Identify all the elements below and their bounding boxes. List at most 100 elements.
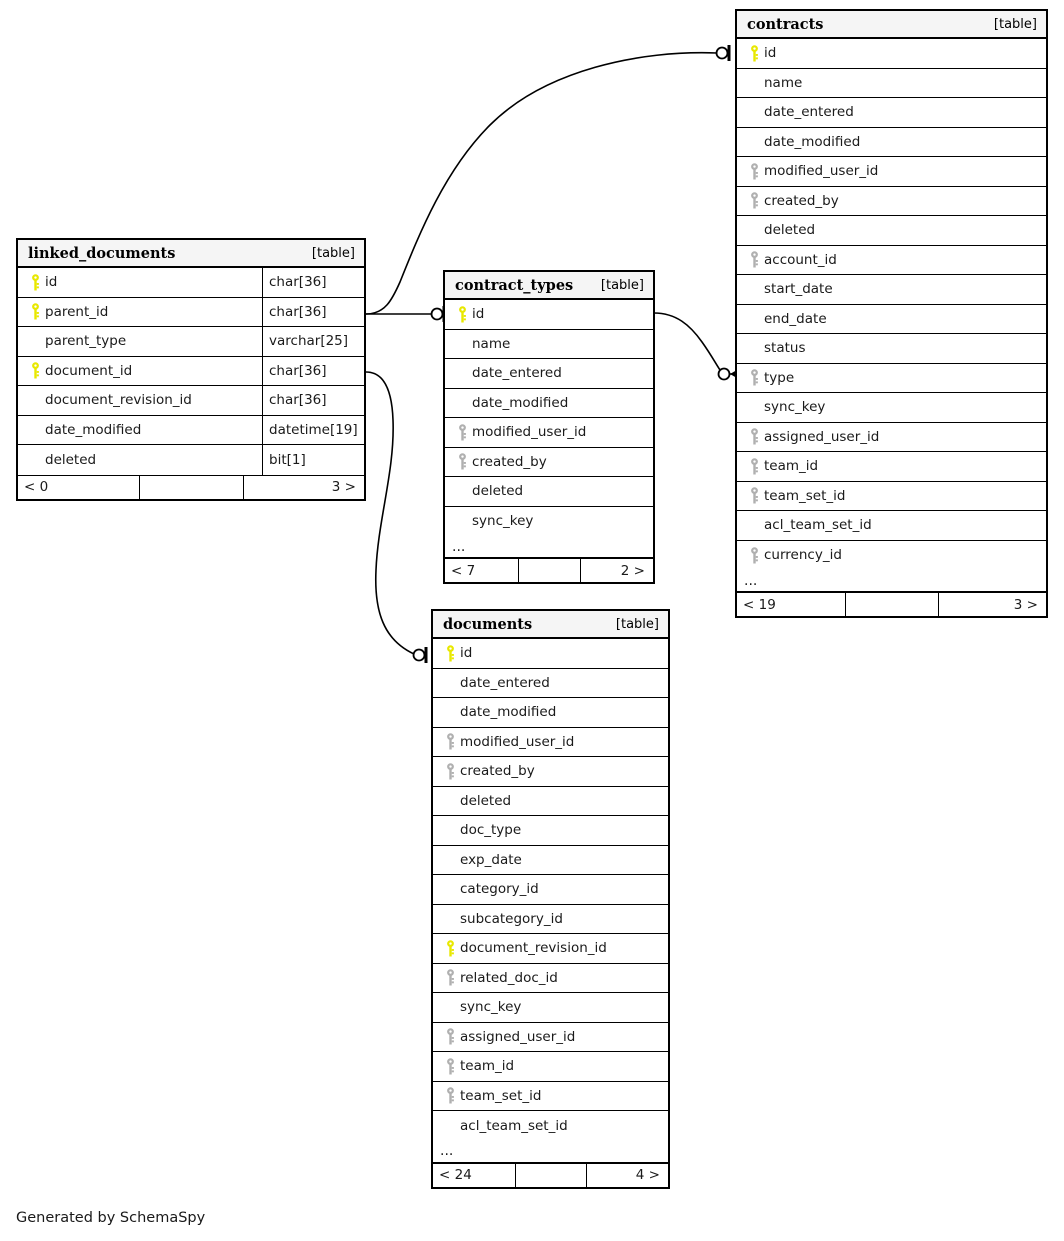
column-name: date_entered bbox=[460, 674, 550, 691]
column-row[interactable]: date_entered bbox=[433, 668, 668, 698]
column-row[interactable]: modified_user_id bbox=[433, 727, 668, 757]
foreign-key-icon bbox=[744, 251, 764, 268]
column-type-cell: char[36] bbox=[262, 268, 364, 297]
column-row[interactable]: end_date bbox=[737, 304, 1046, 334]
column-row[interactable]: deleted bbox=[737, 216, 1046, 246]
column-row[interactable]: id bbox=[445, 300, 653, 330]
column-row[interactable]: date_modified bbox=[433, 698, 668, 728]
edge-contract-types-to-contracts bbox=[653, 312, 723, 374]
column-name-cell: id bbox=[737, 39, 1046, 68]
column-name-cell: document_revision_id bbox=[433, 934, 668, 963]
column-row[interactable]: category_id bbox=[433, 875, 668, 905]
column-name-cell: id bbox=[18, 268, 262, 297]
column-row[interactable]: deleted bbox=[433, 786, 668, 816]
footer-parent-count[interactable]: < 7 bbox=[451, 562, 476, 579]
column-row[interactable]: exp_date bbox=[433, 845, 668, 875]
foreign-key-icon bbox=[744, 192, 764, 209]
column-name-cell: assigned_user_id bbox=[433, 1023, 668, 1052]
column-row[interactable]: modified_user_id bbox=[737, 157, 1046, 187]
column-row[interactable]: team_id bbox=[433, 1052, 668, 1082]
column-row[interactable]: id bbox=[433, 639, 668, 669]
column-row[interactable]: created_by bbox=[445, 447, 653, 477]
column-name-cell: team_set_id bbox=[433, 1082, 668, 1111]
column-row[interactable]: date_entered bbox=[737, 98, 1046, 128]
footer-middle bbox=[517, 559, 580, 582]
column-row[interactable]: name bbox=[737, 68, 1046, 98]
footer-parent-count[interactable]: < 19 bbox=[743, 596, 776, 613]
column-name: status bbox=[764, 340, 806, 357]
column-row[interactable]: team_set_id bbox=[737, 481, 1046, 511]
column-name: team_id bbox=[460, 1058, 515, 1075]
column-row[interactable]: sync_key bbox=[433, 993, 668, 1023]
column-row[interactable]: assigned_user_id bbox=[737, 422, 1046, 452]
column-name: acl_team_set_id bbox=[764, 517, 872, 534]
column-row[interactable]: id bbox=[737, 39, 1046, 69]
column-type: char[36] bbox=[269, 303, 327, 320]
column-row[interactable]: deleted bbox=[445, 477, 653, 507]
footer-parent-count[interactable]: < 0 bbox=[24, 479, 49, 495]
column-row[interactable]: acl_team_set_id bbox=[433, 1111, 668, 1141]
column-name-cell: subcategory_id bbox=[433, 905, 668, 934]
column-row[interactable]: related_doc_id bbox=[433, 963, 668, 993]
column-name: account_id bbox=[764, 251, 837, 268]
column-type-cell: datetime[19] bbox=[262, 415, 364, 444]
footer-child-count[interactable]: 4 > bbox=[585, 1163, 668, 1187]
column-row[interactable]: status bbox=[737, 334, 1046, 364]
footer-child-count[interactable]: 2 > bbox=[580, 559, 653, 582]
column-row[interactable]: account_id bbox=[737, 245, 1046, 275]
column-name: date_entered bbox=[764, 104, 854, 121]
column-row[interactable]: sync_key bbox=[737, 393, 1046, 423]
column-row[interactable]: currency_id bbox=[737, 540, 1046, 570]
column-row[interactable]: date_modified bbox=[445, 388, 653, 418]
footer-parent-count[interactable]: < 24 bbox=[439, 1167, 472, 1183]
column-name: sync_key bbox=[472, 513, 534, 530]
footer-child-count[interactable]: 3 > bbox=[937, 593, 1046, 616]
column-row[interactable]: modified_user_id bbox=[445, 418, 653, 448]
column-name: date_modified bbox=[45, 421, 142, 438]
column-name: acl_team_set_id bbox=[460, 1117, 568, 1134]
column-name-cell: type bbox=[737, 364, 1046, 393]
column-row[interactable]: sync_key bbox=[445, 506, 653, 536]
column-name: date_entered bbox=[472, 365, 562, 382]
column-row[interactable]: id char[36] bbox=[18, 268, 364, 298]
column-name: subcategory_id bbox=[460, 910, 563, 927]
column-type: char[36] bbox=[269, 274, 327, 291]
column-row[interactable]: subcategory_id bbox=[433, 904, 668, 934]
column-row[interactable]: created_by bbox=[433, 757, 668, 787]
column-row[interactable]: start_date bbox=[737, 275, 1046, 305]
footer-child-count[interactable]: 3 > bbox=[242, 475, 364, 499]
primary-key-icon bbox=[744, 44, 764, 62]
column-name: deleted bbox=[764, 222, 816, 239]
column-name-cell: related_doc_id bbox=[433, 964, 668, 993]
column-row[interactable]: name bbox=[445, 329, 653, 359]
column-row[interactable]: date_entered bbox=[445, 359, 653, 389]
column-row[interactable]: doc_type bbox=[433, 816, 668, 846]
column-row[interactable]: acl_team_set_id bbox=[737, 511, 1046, 541]
column-name: sync_key bbox=[460, 999, 522, 1016]
column-row[interactable]: date_modified datetime[19] bbox=[18, 415, 364, 445]
column-row[interactable]: date_modified bbox=[737, 127, 1046, 157]
column-name: type bbox=[764, 369, 795, 386]
column-name-cell: start_date bbox=[737, 275, 1046, 304]
column-row[interactable]: type bbox=[737, 363, 1046, 393]
column-name: date_modified bbox=[472, 394, 569, 411]
column-row[interactable]: created_by bbox=[737, 186, 1046, 216]
column-row[interactable]: team_id bbox=[737, 452, 1046, 482]
column-row[interactable]: assigned_user_id bbox=[433, 1022, 668, 1052]
column-row[interactable]: document_revision_id bbox=[433, 934, 668, 964]
column-name-cell: created_by bbox=[737, 187, 1046, 216]
foreign-key-icon bbox=[744, 369, 764, 386]
column-row[interactable]: team_set_id bbox=[433, 1081, 668, 1111]
column-name-cell: exp_date bbox=[433, 846, 668, 875]
